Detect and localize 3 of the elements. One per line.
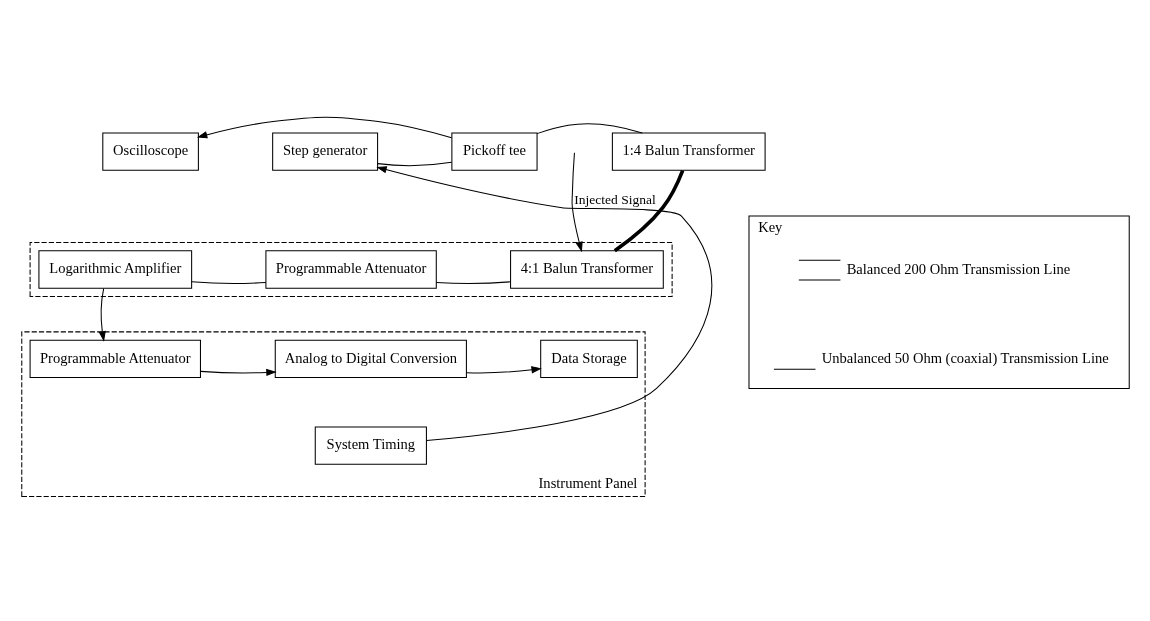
legend-label: Unbalanced 50 Ohm (coaxial) Transmission Line [821,349,1109,366]
edge-label: Injected Signal [573,191,656,207]
legend-label: Balanced 200 Ohm Transmission Line [846,260,1070,277]
